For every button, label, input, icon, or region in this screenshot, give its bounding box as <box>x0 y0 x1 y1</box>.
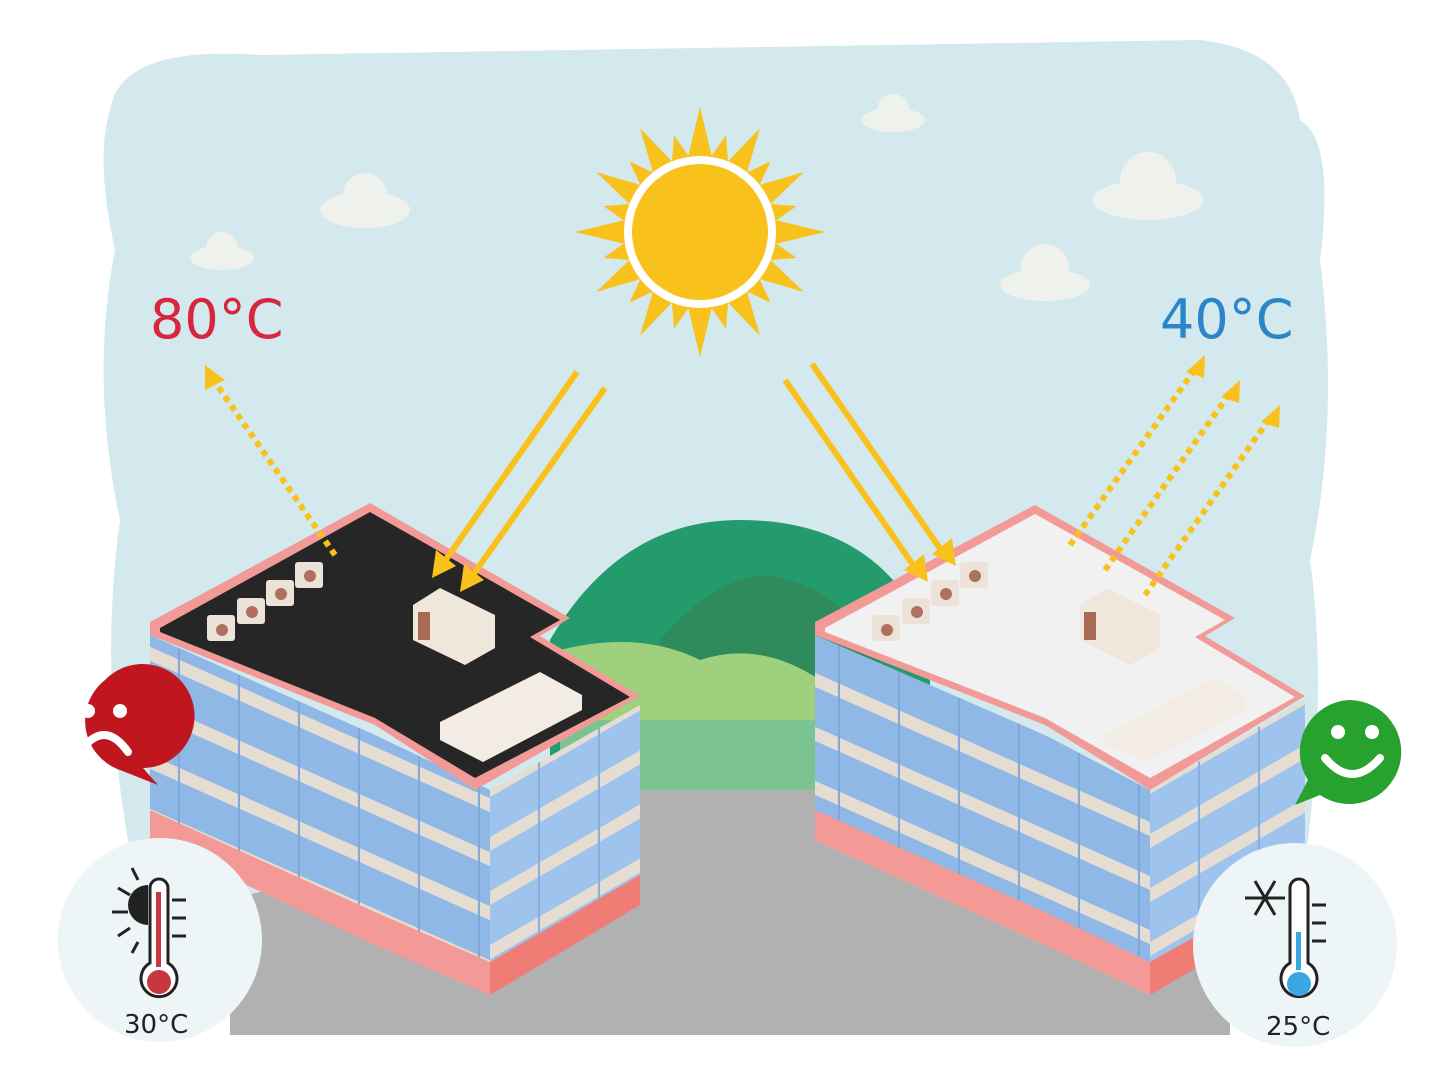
sad-face-icon <box>76 664 195 785</box>
dark-roof-building <box>150 503 640 995</box>
dark-roof-temperature: 80°C <box>150 288 283 351</box>
thermometer-sun-icon <box>58 838 262 1042</box>
ac-units <box>207 562 323 641</box>
thermometer-snowflake-icon <box>1193 843 1397 1047</box>
cool-roof-temperature: 40°C <box>1160 288 1293 351</box>
happy-face-icon <box>1295 700 1402 805</box>
incoming-sunlight-arrows <box>437 362 951 584</box>
cool-indoor-temperature: 25°C <box>1266 1012 1330 1042</box>
cloud-icon <box>190 94 1203 301</box>
dark-indoor-temperature: 30°C <box>124 1010 188 1040</box>
reflected-heat-arrows <box>207 363 1275 597</box>
sun-icon <box>575 107 825 357</box>
